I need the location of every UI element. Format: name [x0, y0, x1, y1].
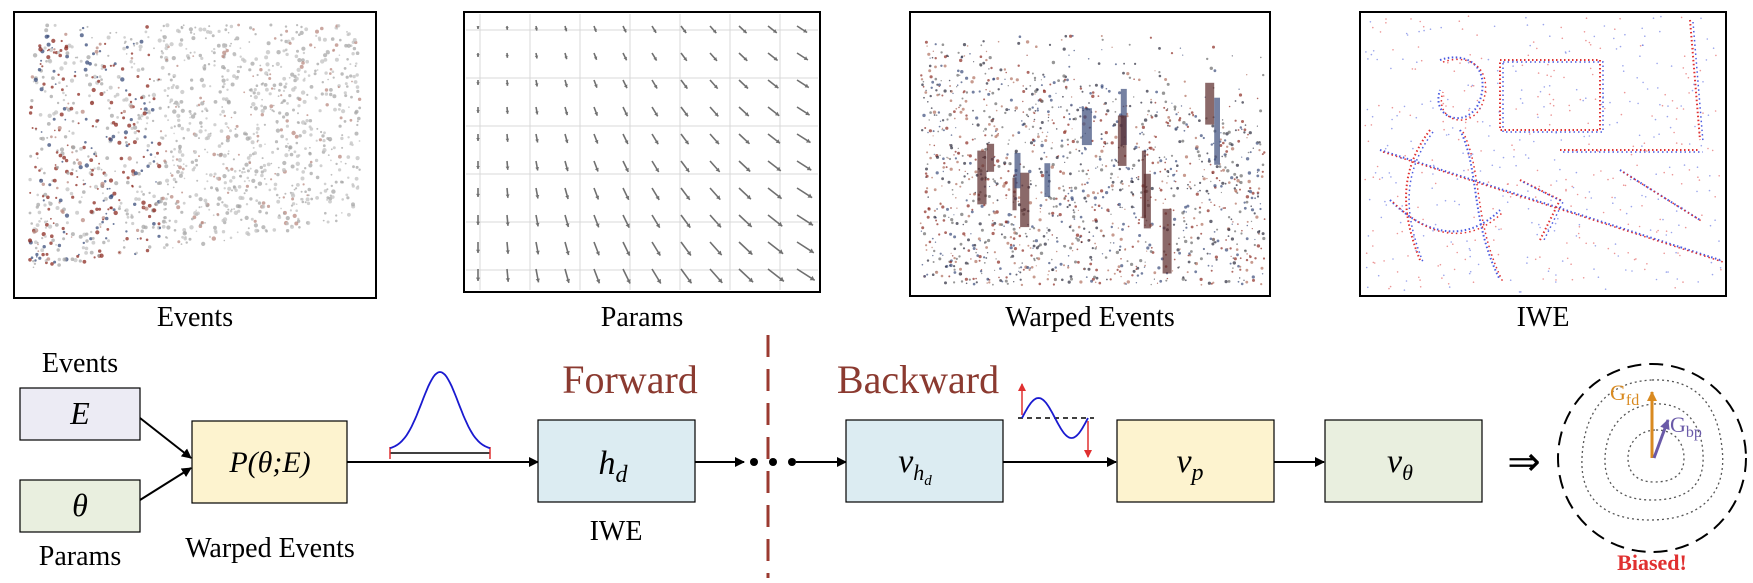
events-point-cloud: [27, 23, 362, 269]
hd-main: h: [599, 445, 616, 482]
forward-label: Forward: [562, 357, 698, 402]
params-panel-caption: Params: [601, 302, 683, 333]
params-to-warp-arrow: [139, 467, 192, 501]
contour-outer: [1581, 379, 1724, 521]
iwe-node-box: hd: [537, 419, 696, 503]
iwe-edge-image: [1364, 15, 1724, 293]
params-flow-field: [466, 14, 818, 290]
biased-label: Biased!: [1617, 550, 1687, 575]
svg-text:vp: vp: [1176, 443, 1203, 486]
contour-inner: [1627, 429, 1685, 483]
warp-function: P(θ;E): [228, 446, 310, 479]
svg-text:Gbp: Gbp: [1670, 412, 1702, 441]
svg-text:hd: hd: [599, 445, 629, 488]
gradient-bias-illustration: Gfd Gbp: [1557, 363, 1747, 553]
gaussian-kernel-icon: [389, 371, 491, 459]
iwe-panel-caption: IWE: [1517, 302, 1570, 333]
events-to-warp-arrow: [139, 417, 192, 459]
warped-panel: Warped Events: [909, 11, 1271, 333]
hd-sub: d: [616, 462, 629, 488]
params-input-box: θ: [19, 479, 141, 533]
svg-text:Gfd: Gfd: [1610, 380, 1639, 409]
warp-box: P(θ;E): [191, 420, 348, 504]
backward-label: Backward: [837, 357, 999, 402]
params-symbol: θ: [72, 487, 88, 523]
vp-node-box: vp: [1116, 419, 1275, 503]
vhd-subsub: d: [924, 473, 932, 489]
gfd-main: G: [1610, 380, 1626, 405]
vhd-node-box: vhd: [845, 419, 1004, 503]
vp-main: v: [1176, 443, 1192, 480]
events-input-label: Events: [42, 348, 118, 379]
vhd-main: v: [898, 443, 914, 480]
gfd-sub: fd: [1626, 392, 1639, 409]
vp-sub: p: [1190, 460, 1204, 486]
events-input-box: E: [19, 387, 141, 441]
events-panel-caption: Events: [157, 302, 233, 333]
params-input-label: Params: [39, 541, 121, 572]
vtheta-node-box: vθ: [1324, 419, 1483, 503]
vtheta-main: v: [1387, 443, 1403, 480]
hd-caption: IWE: [590, 516, 643, 547]
events-symbol: E: [69, 395, 90, 431]
implies-symbol: ⇒: [1507, 439, 1541, 484]
vtheta-sub: θ: [1402, 460, 1413, 485]
gbp-main: G: [1670, 412, 1686, 437]
events-panel: Events: [13, 11, 377, 333]
contour-middle: [1604, 403, 1704, 501]
gbp-sub: bp: [1686, 424, 1702, 441]
warp-caption: Warped Events: [185, 533, 355, 564]
params-panel: Params: [463, 11, 821, 333]
warped-point-cloud: [919, 34, 1266, 287]
vhd-sub: h: [913, 460, 924, 485]
gbp-arrow: [1652, 419, 1670, 459]
svg-text:vhd: vhd: [898, 443, 932, 489]
warped-panel-caption: Warped Events: [1005, 302, 1175, 333]
derivative-kernel-icon: [1018, 383, 1094, 458]
ellipsis-dots: [750, 458, 796, 466]
svg-text:vθ: vθ: [1387, 443, 1413, 485]
iwe-panel: IWE: [1359, 11, 1727, 333]
